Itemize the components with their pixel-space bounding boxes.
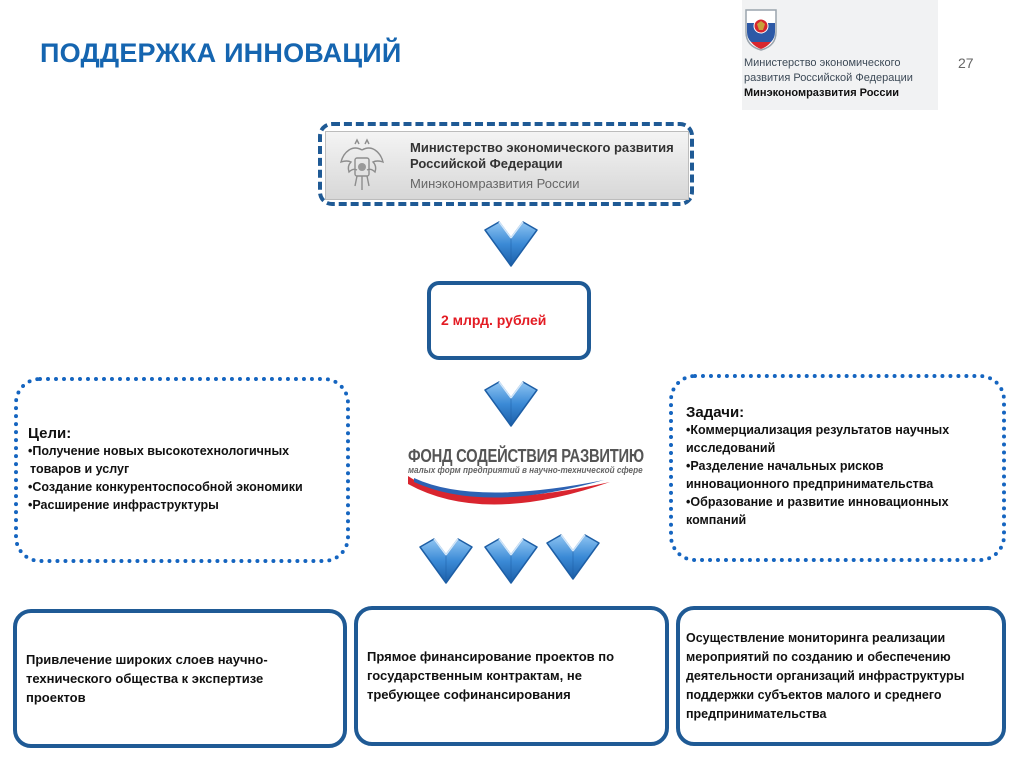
text-line: поддержки субъектов малого и среднего (686, 688, 942, 702)
bottom-box-financing-text: Прямое финансирование проектов по госуда… (367, 647, 614, 704)
corner-logo-line3: Минэкономразвития России (744, 87, 900, 99)
bottom-box-expertise (13, 609, 347, 748)
goals-item: •Получение новых высокотехнологичных (28, 444, 290, 458)
goals-item: •Расширение инфраструктуры (28, 498, 219, 512)
goals-heading: Цели: (28, 425, 72, 442)
russia-flag-emblem-icon (745, 9, 777, 51)
ministry-name-line2: Российской Федерации (410, 156, 563, 171)
bottom-box-monitoring (676, 606, 1006, 746)
corner-logo-line1: Министерство экономического (744, 57, 901, 69)
chevron-down-icon (418, 537, 474, 585)
fund-logo-title: ФОНД СОДЕЙСТВИЯ РАЗВИТИЮ (408, 446, 644, 466)
ministry-short-name: Минэкономразвития России (410, 176, 580, 191)
russia-emblem-icon (340, 138, 384, 190)
goals-item: •Создание конкурентоспособной экономики (28, 480, 303, 494)
tasks-heading: Задачи: (686, 404, 745, 421)
chevron-down-icon (545, 533, 601, 581)
text-line: деятельности организаций инфраструктуры (686, 669, 965, 683)
text-line: Привлечение широких слоев научно- (26, 652, 268, 667)
text-line: технического общества к экспертизе (26, 671, 264, 686)
chevron-down-icon (483, 220, 539, 268)
tasks-box (669, 374, 1006, 562)
tasks-item: •Образование и развитие инновационных (686, 495, 949, 509)
chevron-down-icon (483, 380, 539, 428)
corner-logo-line2: развития Российской Федерации (744, 72, 913, 84)
text-line: проектов (26, 690, 86, 705)
chevron-down-icon (483, 537, 539, 585)
tasks-item: •Коммерциализация результатов научных (686, 423, 950, 437)
goals-item: товаров и услуг (30, 462, 130, 476)
funding-amount-box (427, 281, 591, 360)
fund-logo-subtitle: малых форм предприятий в научно-техничес… (408, 465, 643, 476)
tasks-item: инновационного предпринимательства (686, 477, 934, 491)
text-line: мероприятий по созданию и обеспечению (686, 650, 951, 664)
tasks-item: компаний (686, 513, 747, 527)
text-line: требующее софинансирования (367, 687, 571, 702)
ministry-name-line1: Министерство экономического развития (410, 140, 674, 155)
goals-box (14, 377, 350, 563)
text-line: Осуществление мониторинга реализации (686, 631, 946, 645)
tasks-item: •Разделение начальных рисков (686, 459, 884, 473)
text-line: государственным контрактам, не (367, 668, 582, 683)
bottom-box-financing (354, 606, 669, 746)
tasks-item: исследований (686, 441, 776, 455)
slide-title: ПОДДЕРЖКА ИННОВАЦИЙ (40, 38, 402, 68)
fund-flag-swoosh-icon (408, 476, 610, 505)
page-number: 27 (958, 55, 974, 71)
funding-amount: 2 млрд. рублей (441, 312, 547, 328)
goals-content: Цели: •Получение новых высокотехнологичн… (28, 425, 303, 514)
text-line: предпринимательства (686, 707, 827, 721)
ministry-banner-frame (318, 122, 694, 206)
tasks-content: Задачи: •Коммерциализация результатов на… (686, 404, 949, 529)
text-line: Прямое финансирование проектов по (367, 649, 615, 664)
bottom-box-monitoring-text: Осуществление мониторинга реализации мер… (686, 629, 964, 724)
ministry-banner-panel (325, 131, 689, 200)
bottom-box-expertise-text: Привлечение широких слоев научно- технич… (26, 650, 268, 707)
corner-logo-text: Министерство экономического развития Рос… (744, 56, 913, 101)
